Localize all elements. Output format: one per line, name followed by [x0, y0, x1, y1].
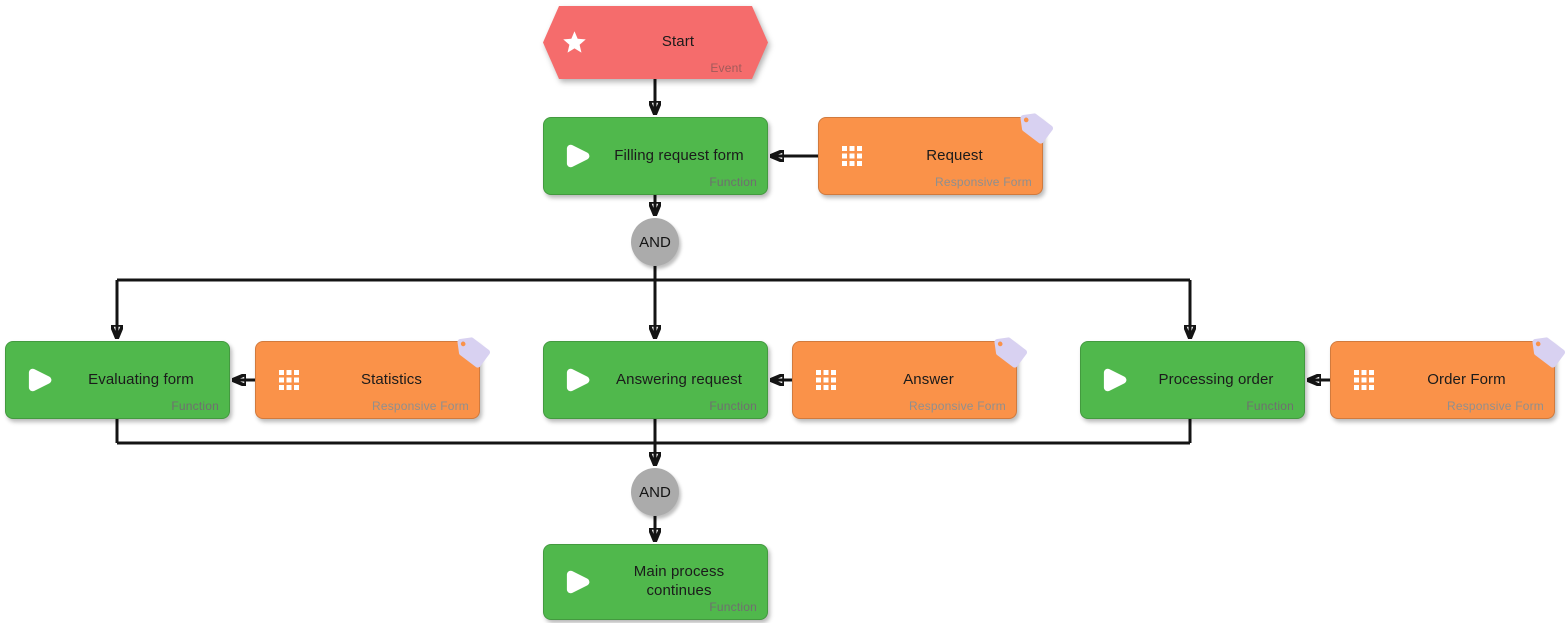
- node-type-label: Responsive Form: [908, 399, 1006, 413]
- gateway-label: AND: [639, 483, 671, 501]
- play-icon: [561, 141, 591, 171]
- node-label: Processing order: [1158, 370, 1274, 388]
- tag-icon: [1017, 108, 1059, 150]
- node-statistics-form[interactable]: Statistics Responsive Form: [255, 337, 491, 419]
- node-filling-request-form[interactable]: Filling request form Function: [543, 117, 768, 195]
- tag-icon: [454, 332, 496, 374]
- node-type-label: Function: [709, 399, 757, 413]
- node-evaluating-form[interactable]: Evaluating form Function: [5, 341, 230, 419]
- node-answering-request[interactable]: Answering request Function: [543, 341, 768, 419]
- node-label: Answer: [903, 370, 954, 388]
- grid-icon: [811, 365, 841, 395]
- gateway-and-split[interactable]: AND: [631, 218, 679, 266]
- play-icon: [561, 567, 591, 597]
- star-icon: [561, 29, 588, 56]
- tag-icon: [1529, 332, 1568, 374]
- play-icon: [1098, 365, 1128, 395]
- node-type-label: Responsive Form: [371, 399, 469, 413]
- node-type-label: Responsive Form: [1446, 399, 1544, 413]
- node-label: Start: [661, 33, 695, 51]
- gateway-label: AND: [639, 233, 671, 251]
- node-label: Statistics: [360, 370, 422, 388]
- node-main-process-continues[interactable]: Main process continues Function: [543, 544, 768, 620]
- node-processing-order[interactable]: Processing order Function: [1080, 341, 1305, 419]
- grid-icon: [837, 141, 867, 171]
- node-label: Evaluating form: [88, 370, 194, 388]
- node-answer-form[interactable]: Answer Responsive Form: [792, 337, 1028, 419]
- node-type-label: Responsive Form: [934, 175, 1032, 189]
- node-type-label: Event: [710, 61, 742, 75]
- node-label: Order Form: [1427, 370, 1506, 388]
- gateway-and-join[interactable]: AND: [631, 468, 679, 516]
- node-type-label: Function: [709, 175, 757, 189]
- node-start-event[interactable]: Start Event: [543, 6, 768, 79]
- node-label: Filling request form: [614, 146, 744, 164]
- node-label: Answering request: [616, 370, 742, 388]
- node-type-label: Function: [1246, 399, 1294, 413]
- tag-icon: [991, 332, 1033, 374]
- grid-icon: [1349, 365, 1379, 395]
- grid-icon: [274, 365, 304, 395]
- node-label: Main process continues: [633, 563, 725, 599]
- node-type-label: Function: [709, 600, 757, 614]
- node-label: Request: [926, 146, 983, 164]
- play-icon: [561, 365, 591, 395]
- node-type-label: Function: [171, 399, 219, 413]
- node-order-form[interactable]: Order Form Responsive Form: [1330, 337, 1566, 419]
- play-icon: [23, 365, 53, 395]
- node-request-form[interactable]: Request Responsive Form: [818, 113, 1054, 195]
